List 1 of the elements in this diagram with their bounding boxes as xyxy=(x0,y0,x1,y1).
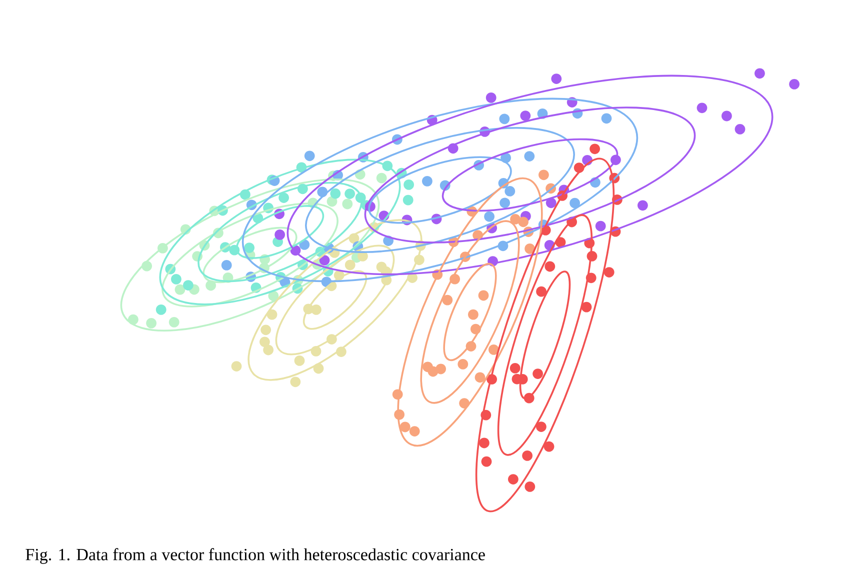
figure-caption: Fig. 1. Data from a vector function with heteroscedastic covariance xyxy=(26,548,485,564)
